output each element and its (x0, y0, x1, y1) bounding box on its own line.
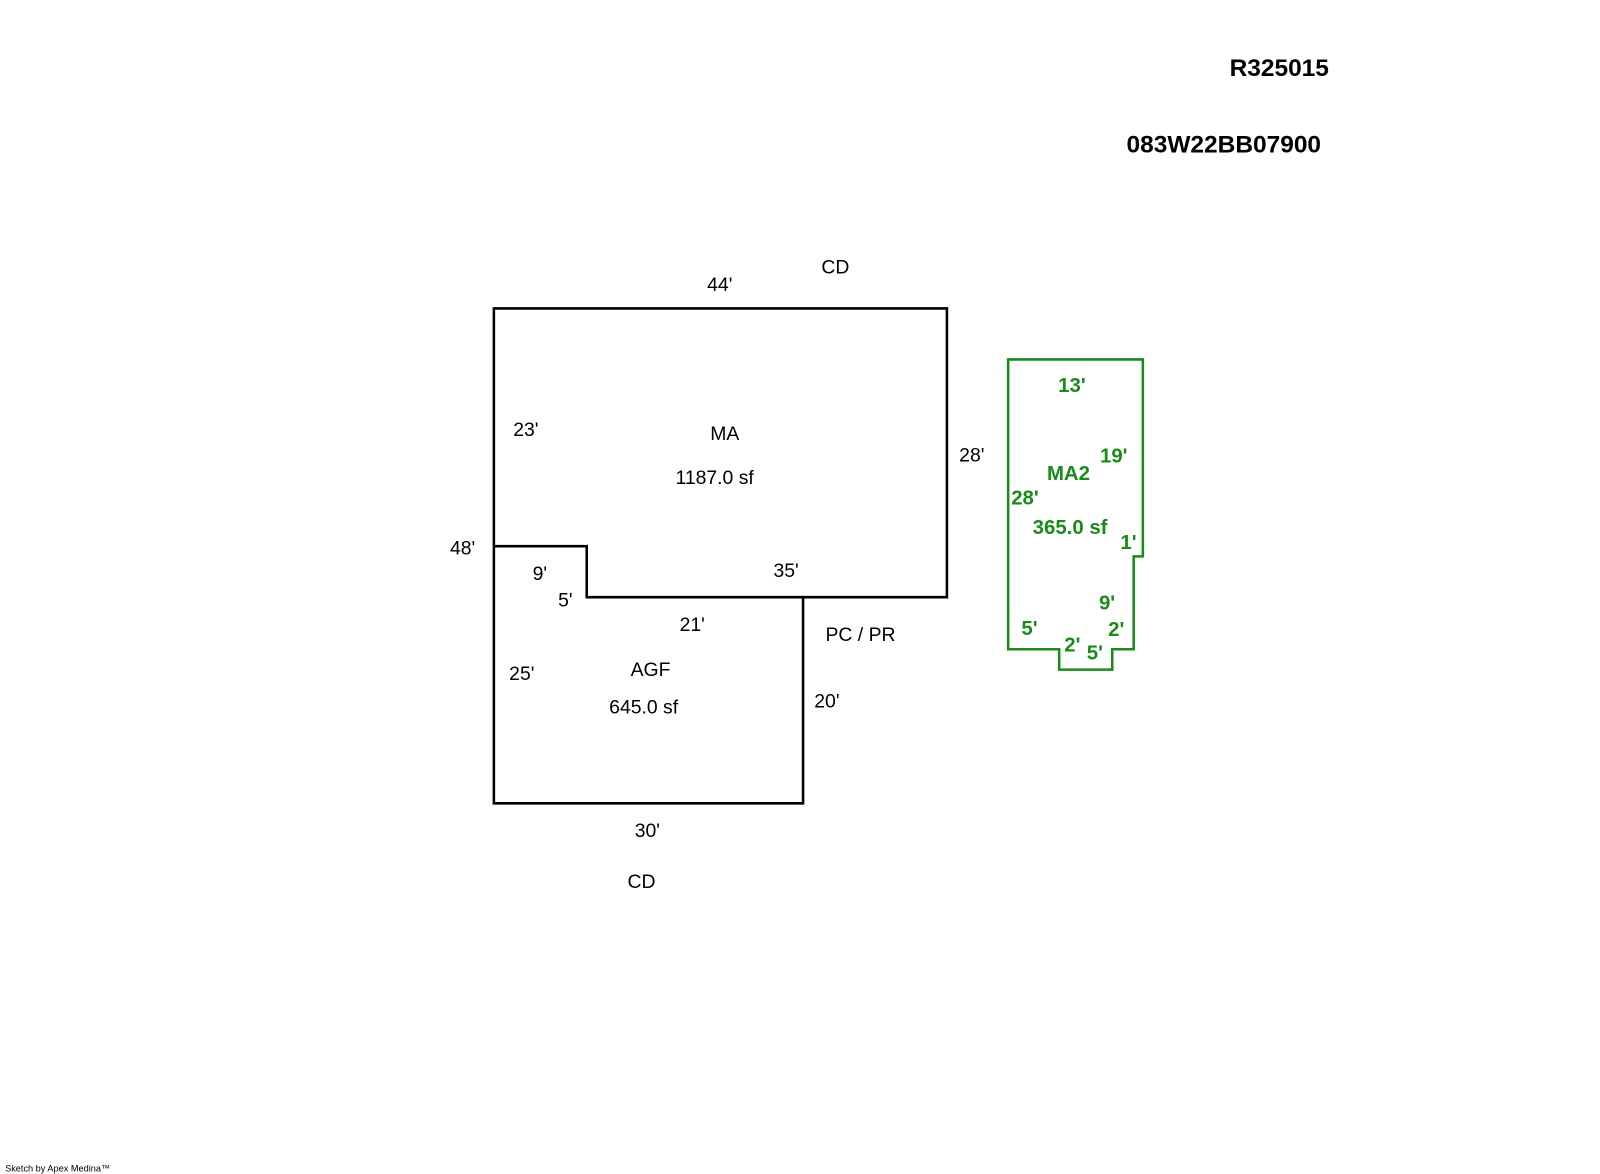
ma2-outline (1006, 358, 1145, 671)
ma2-code: MA2 (1047, 463, 1090, 485)
ma-code: MA (710, 423, 739, 445)
dim-label: 20' (814, 690, 839, 712)
label-cd-top: CD (821, 257, 849, 279)
label-pc-pr: PC / PR (826, 624, 896, 646)
ma2-dim-label: 28' (1011, 487, 1039, 509)
ma2-dim-label: 9' (1099, 592, 1115, 614)
dim-label: 25' (509, 663, 534, 685)
dim-label: 28' (959, 444, 984, 466)
ma2-dim-label: 2' (1108, 619, 1124, 641)
agf-area: 645.0 sf (609, 697, 679, 719)
dim-label: 30' (635, 820, 660, 842)
ma2-dim-label: 19' (1100, 446, 1128, 468)
agf-code: AGF (631, 659, 671, 681)
dim-label: 35' (773, 560, 798, 582)
dim-label: 9' (533, 563, 547, 585)
ma2-dim-label: 1' (1120, 532, 1136, 554)
ma2-area: 365.0 sf (1033, 517, 1108, 539)
dim-label: 23' (513, 419, 538, 441)
ma2-dim-label: 2' (1064, 634, 1080, 656)
main-building-outline (492, 307, 949, 805)
dim-label: 5' (558, 589, 572, 611)
map-tax-lot: 083W22BB07900 (1127, 131, 1322, 158)
account-id: R325015 (1230, 55, 1329, 82)
ma2-dim-label: 13' (1058, 375, 1086, 397)
label-cd-bottom: CD (628, 871, 656, 893)
dim-label: 48' (450, 537, 475, 559)
dim-label: 44' (707, 274, 732, 296)
ma-area: 1187.0 sf (676, 467, 755, 489)
dim-label: 21' (680, 614, 705, 636)
ma2-dim-label: 5' (1087, 642, 1103, 664)
ma-agf-divider (493, 544, 804, 599)
sketch-credit: Sketch by Apex Medina™ (5, 1164, 110, 1174)
ma2-dim-label: 5' (1021, 618, 1037, 640)
